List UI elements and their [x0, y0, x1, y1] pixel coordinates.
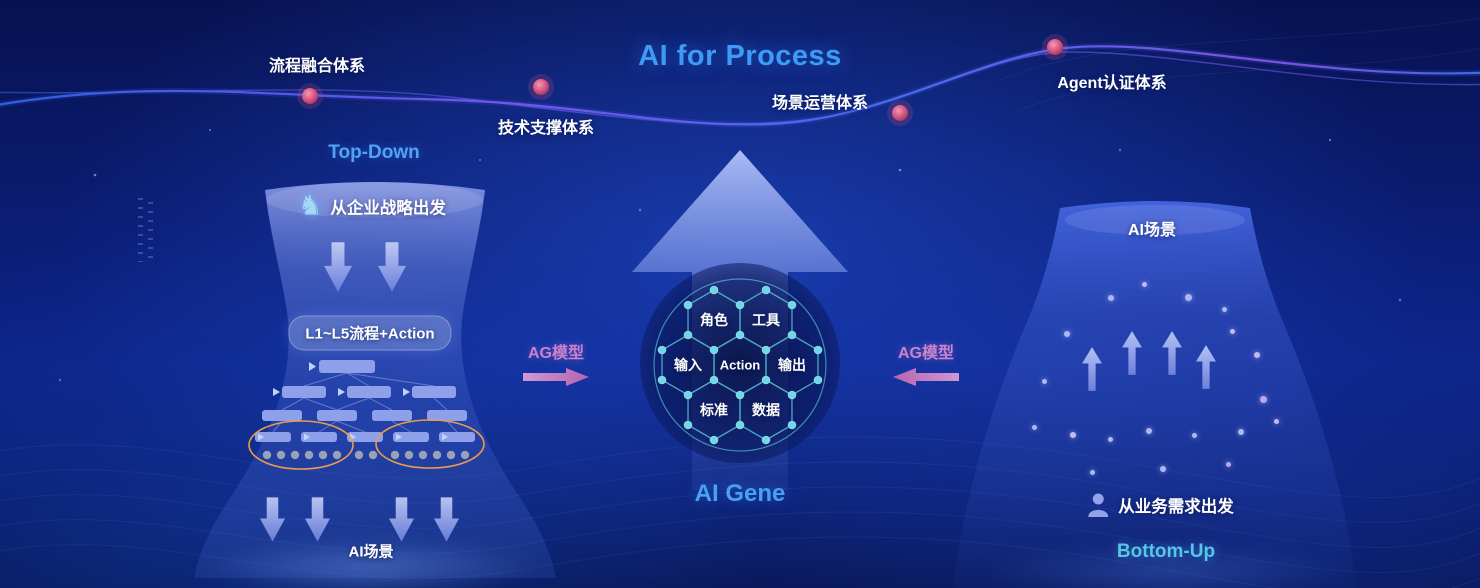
hex-lattice	[653, 278, 827, 452]
process-tree-diagram	[248, 360, 485, 470]
up-arrow-icon	[1122, 331, 1142, 375]
scatter-dot	[1192, 433, 1197, 438]
system-label-agent-certification: Agent认证体系	[1057, 75, 1167, 92]
system-label-scenario-operation: 场景运营体系	[771, 95, 869, 112]
down-arrow-icon	[324, 242, 352, 292]
ag-model-label-left: AG模型	[527, 345, 585, 362]
up-arrow-icon	[1082, 347, 1102, 391]
page-title: AI for Process	[638, 40, 842, 72]
lattice-nodes	[657, 285, 823, 445]
ai-gene-title: AI Gene	[694, 480, 786, 507]
scatter-dot	[1260, 396, 1267, 403]
cell-data: 数据	[752, 402, 780, 418]
scatter-dot	[1185, 294, 1192, 301]
top-down-funnel	[194, 182, 556, 578]
down-arrow-icon	[260, 497, 285, 542]
scatter-dot	[1090, 470, 1095, 475]
strategy-label: 从企业战略出发	[330, 199, 446, 217]
scatter-dot	[1042, 379, 1047, 384]
down-arrow-icon	[305, 497, 330, 542]
left-edge-tick-marks	[138, 198, 154, 262]
ag-model-label-right: AG模型	[897, 345, 955, 362]
scatter-dot	[1108, 437, 1113, 442]
up-arrow-icon	[1162, 331, 1182, 375]
cell-standard: 标准	[700, 402, 728, 418]
cell-action: Action	[719, 357, 761, 373]
top-curve	[0, 34, 1480, 128]
ai-gene-network: 角色 工具 输入 Action 输出 标准 数据	[645, 268, 835, 462]
chess-knight-icon: ♞	[298, 190, 323, 221]
cell-role: 角色	[700, 312, 728, 328]
star-dots	[58, 128, 1402, 382]
bottom-up-funnel	[953, 201, 1357, 588]
scatter-dot	[1108, 295, 1114, 301]
up-arrow-icon	[1196, 345, 1216, 389]
scatter-dot	[1274, 419, 1279, 424]
down-arrow-icon	[434, 497, 459, 542]
down-arrow-icon	[389, 497, 414, 542]
left-arrow-icon	[893, 368, 959, 386]
scatter-dot	[1222, 307, 1227, 312]
bottom-up-heading: Bottom-Up	[1116, 541, 1216, 562]
orange-highlight-ellipses	[248, 419, 485, 470]
scatter-dot	[1142, 282, 1147, 287]
right-arrow-icon	[523, 368, 589, 386]
person-icon	[1088, 493, 1109, 517]
scatter-dot	[1226, 462, 1231, 467]
demand-row: 从业务需求出发	[1086, 492, 1234, 518]
scatter-dot	[1254, 352, 1260, 358]
curve-node-dots	[297, 34, 1068, 126]
scatter-dot	[1230, 329, 1235, 334]
scatter-dot	[1160, 466, 1166, 472]
process-levels-pill: L1~L5流程+Action	[288, 315, 452, 351]
scatter-dot	[1070, 432, 1076, 438]
strategy-row: ♞ 从企业战略出发	[298, 190, 446, 221]
scatter-dot	[1146, 428, 1152, 434]
scatter-dot	[1032, 425, 1037, 430]
demand-label: 从业务需求出发	[1118, 498, 1234, 516]
bottom-up-scene-label: AI场景	[1127, 222, 1177, 239]
cell-input: 输入	[674, 357, 702, 373]
top-down-heading: Top-Down	[328, 142, 420, 163]
system-label-process-fusion: 流程融合体系	[268, 58, 366, 75]
network-backdrop	[640, 263, 840, 463]
system-label-tech-support: 技术支撑体系	[497, 120, 595, 137]
down-arrow-icon	[378, 242, 406, 292]
scatter-dot	[1064, 331, 1070, 337]
cell-tool: 工具	[752, 312, 780, 328]
scatter-dot	[1238, 429, 1244, 435]
cell-output: 输出	[778, 357, 806, 373]
top-down-scene-label: AI场景	[348, 543, 394, 561]
